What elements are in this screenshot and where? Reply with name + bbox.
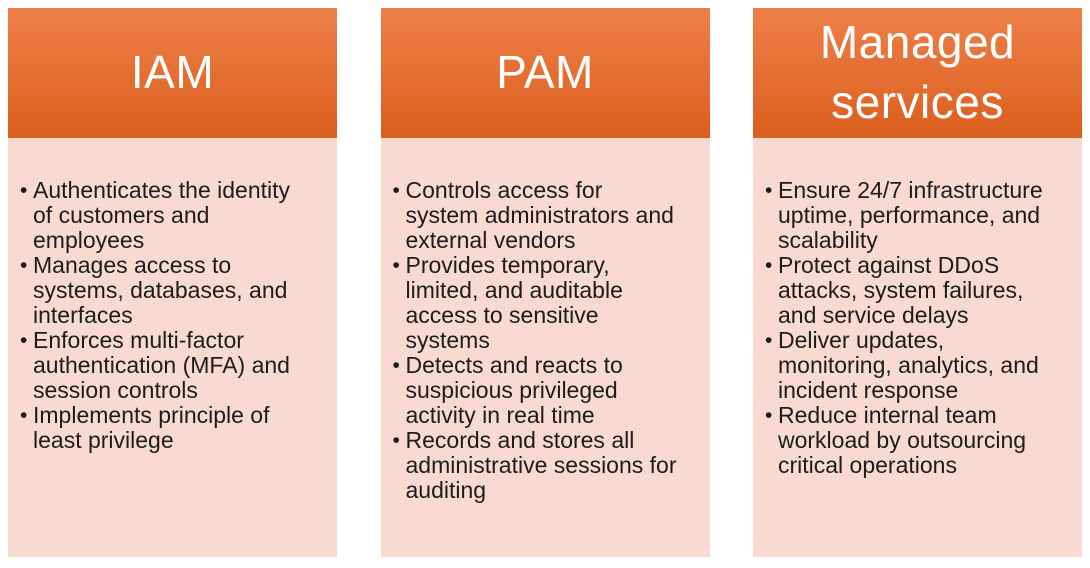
- bullet-list-iam: •Authenticates the identity of customers…: [20, 178, 306, 453]
- bullet-text: Controls access for system administrator…: [405, 177, 674, 253]
- column-body-pam: •Controls access for system administrato…: [380, 138, 710, 557]
- bullet-text: Ensure 24/7 infrastructure uptime, perfo…: [778, 177, 1043, 253]
- bullet-item: •Manages access to systems, databases, a…: [20, 253, 306, 328]
- bullet-item: •Enforces multi-factor authentication (M…: [20, 328, 306, 403]
- bullet-icon: •: [392, 254, 400, 277]
- bullet-icon: •: [765, 404, 773, 427]
- bullet-list-pam: •Controls access for system administrato…: [393, 178, 679, 503]
- bullet-text: Implements principle of least privilege: [33, 402, 270, 453]
- bullet-item: •Authenticates the identity of customers…: [20, 178, 306, 253]
- bullet-text: Deliver updates, monitoring, analytics, …: [778, 327, 1039, 403]
- bullet-icon: •: [20, 404, 28, 427]
- column-managed-services: Managed services •Ensure 24/7 infrastruc…: [753, 8, 1082, 557]
- column-header-pam: PAM: [380, 8, 710, 138]
- bullet-item: •Deliver updates, monitoring, analytics,…: [765, 328, 1051, 403]
- column-header-iam: IAM: [8, 8, 337, 138]
- bullet-list-managed-services: •Ensure 24/7 infrastructure uptime, perf…: [765, 178, 1051, 478]
- bullet-text: Authenticates the identity of customers …: [33, 177, 290, 253]
- bullet-icon: •: [392, 429, 400, 452]
- column-header-managed-services: Managed services: [753, 8, 1082, 138]
- bullet-item: •Reduce internal team workload by outsou…: [765, 403, 1051, 478]
- bullet-text: Protect against DDoS attacks, system fai…: [778, 252, 1024, 328]
- bullet-icon: •: [765, 179, 773, 202]
- bullet-item: •Protect against DDoS attacks, system fa…: [765, 253, 1051, 328]
- column-title-pam: PAM: [496, 46, 594, 99]
- column-iam: IAM •Authenticates the identity of custo…: [8, 8, 337, 557]
- column-body-iam: •Authenticates the identity of customers…: [8, 138, 337, 557]
- bullet-item: •Detects and reacts to suspicious privil…: [393, 353, 679, 428]
- bullet-icon: •: [20, 254, 28, 277]
- bullet-text: Enforces multi-factor authentication (MF…: [33, 327, 290, 403]
- bullet-icon: •: [392, 354, 400, 377]
- bullet-text: Provides temporary, limited, and auditab…: [405, 252, 623, 353]
- bullet-text: Reduce internal team workload by outsour…: [778, 402, 1027, 478]
- bullet-text: Detects and reacts to suspicious privile…: [405, 352, 623, 428]
- column-title-iam: IAM: [130, 46, 215, 99]
- bullet-item: •Controls access for system administrato…: [393, 178, 679, 253]
- bullet-item: •Ensure 24/7 infrastructure uptime, perf…: [765, 178, 1051, 253]
- bullet-icon: •: [392, 179, 400, 202]
- bullet-item: •Provides temporary, limited, and audita…: [393, 253, 679, 353]
- bullet-icon: •: [765, 254, 773, 277]
- bullet-text: Records and stores all administrative se…: [405, 427, 677, 503]
- bullet-text: Manages access to systems, databases, an…: [33, 252, 288, 328]
- bullet-item: •Implements principle of least privilege: [20, 403, 306, 453]
- column-pam: PAM •Controls access for system administ…: [380, 8, 710, 557]
- column-body-managed-services: •Ensure 24/7 infrastructure uptime, perf…: [753, 138, 1082, 557]
- bullet-icon: •: [20, 179, 28, 202]
- bullet-item: •Records and stores all administrative s…: [393, 428, 679, 503]
- column-title-managed-services: Managed services: [819, 16, 1016, 128]
- bullet-icon: •: [20, 329, 28, 352]
- bullet-icon: •: [765, 329, 773, 352]
